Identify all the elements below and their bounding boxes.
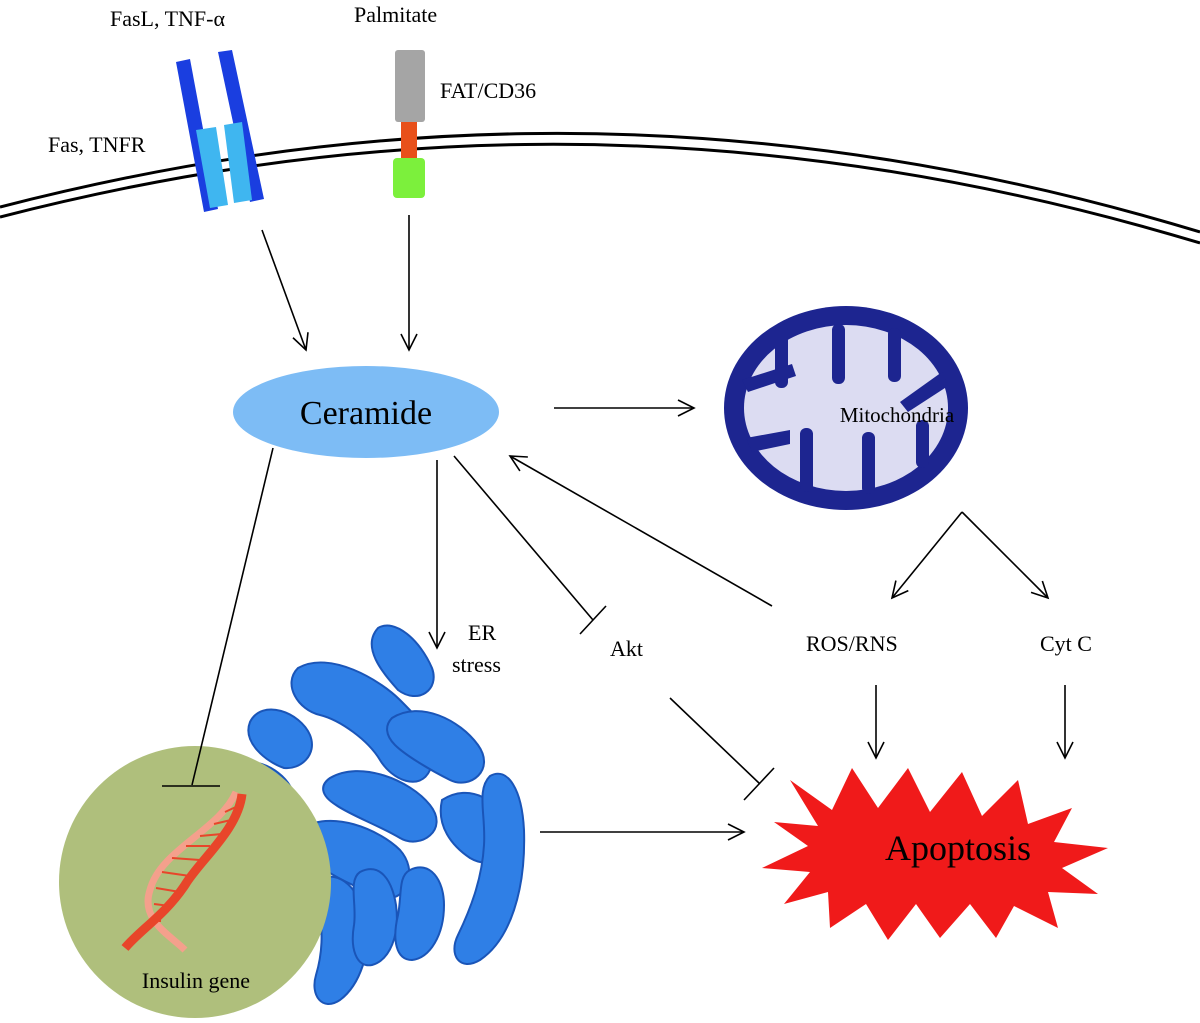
inhibitions <box>162 447 775 801</box>
arrow-receptor-to-ceramide <box>261 229 309 352</box>
label-er: ER <box>468 620 496 645</box>
label-er-stress: stress <box>452 652 501 677</box>
arrow-ros-to-ceramide <box>508 455 773 607</box>
mitochondria <box>724 306 968 510</box>
label-mitochondria: Mitochondria <box>840 403 955 427</box>
label-apoptosis: Apoptosis <box>885 828 1031 868</box>
cd36-green-segment <box>393 158 425 198</box>
label-fasl-tnf: FasL, TNF-α <box>110 6 225 31</box>
fas-tnfr-receptor <box>176 50 264 212</box>
label-ros-rns: ROS/RNS <box>806 631 898 656</box>
receptor-chain-left-light <box>196 127 228 208</box>
label-palmitate: Palmitate <box>354 2 437 27</box>
insulin-gene-dna-icon <box>121 790 247 953</box>
cell-membrane <box>0 131 1200 245</box>
inhibit-ceramide-akt <box>453 455 594 621</box>
label-fas-tnfr: Fas, TNFR <box>48 132 146 157</box>
nucleus <box>59 746 331 1018</box>
inhibit-ceramide-insulin-gene <box>191 447 274 786</box>
arrow-mito-to-ros <box>890 511 963 600</box>
label-fat-cd36: FAT/CD36 <box>440 78 536 103</box>
label-ceramide: Ceramide <box>300 395 432 432</box>
arrows <box>261 215 1074 841</box>
fat-cd36-transporter <box>393 50 425 198</box>
label-insulin-gene: Insulin gene <box>142 968 250 993</box>
arrow-mito-to-cytc <box>961 511 1050 600</box>
label-akt: Akt <box>610 636 643 661</box>
apoptosis-burst <box>762 768 1108 940</box>
ceramide-ellipse <box>233 366 499 458</box>
receptor-chain-right-light <box>224 122 252 203</box>
inhibit-akt-apoptosis <box>669 697 761 785</box>
cd36-gray-segment <box>395 50 425 122</box>
cd36-orange-segment <box>401 122 417 160</box>
label-cyt-c: Cyt C <box>1040 631 1092 656</box>
